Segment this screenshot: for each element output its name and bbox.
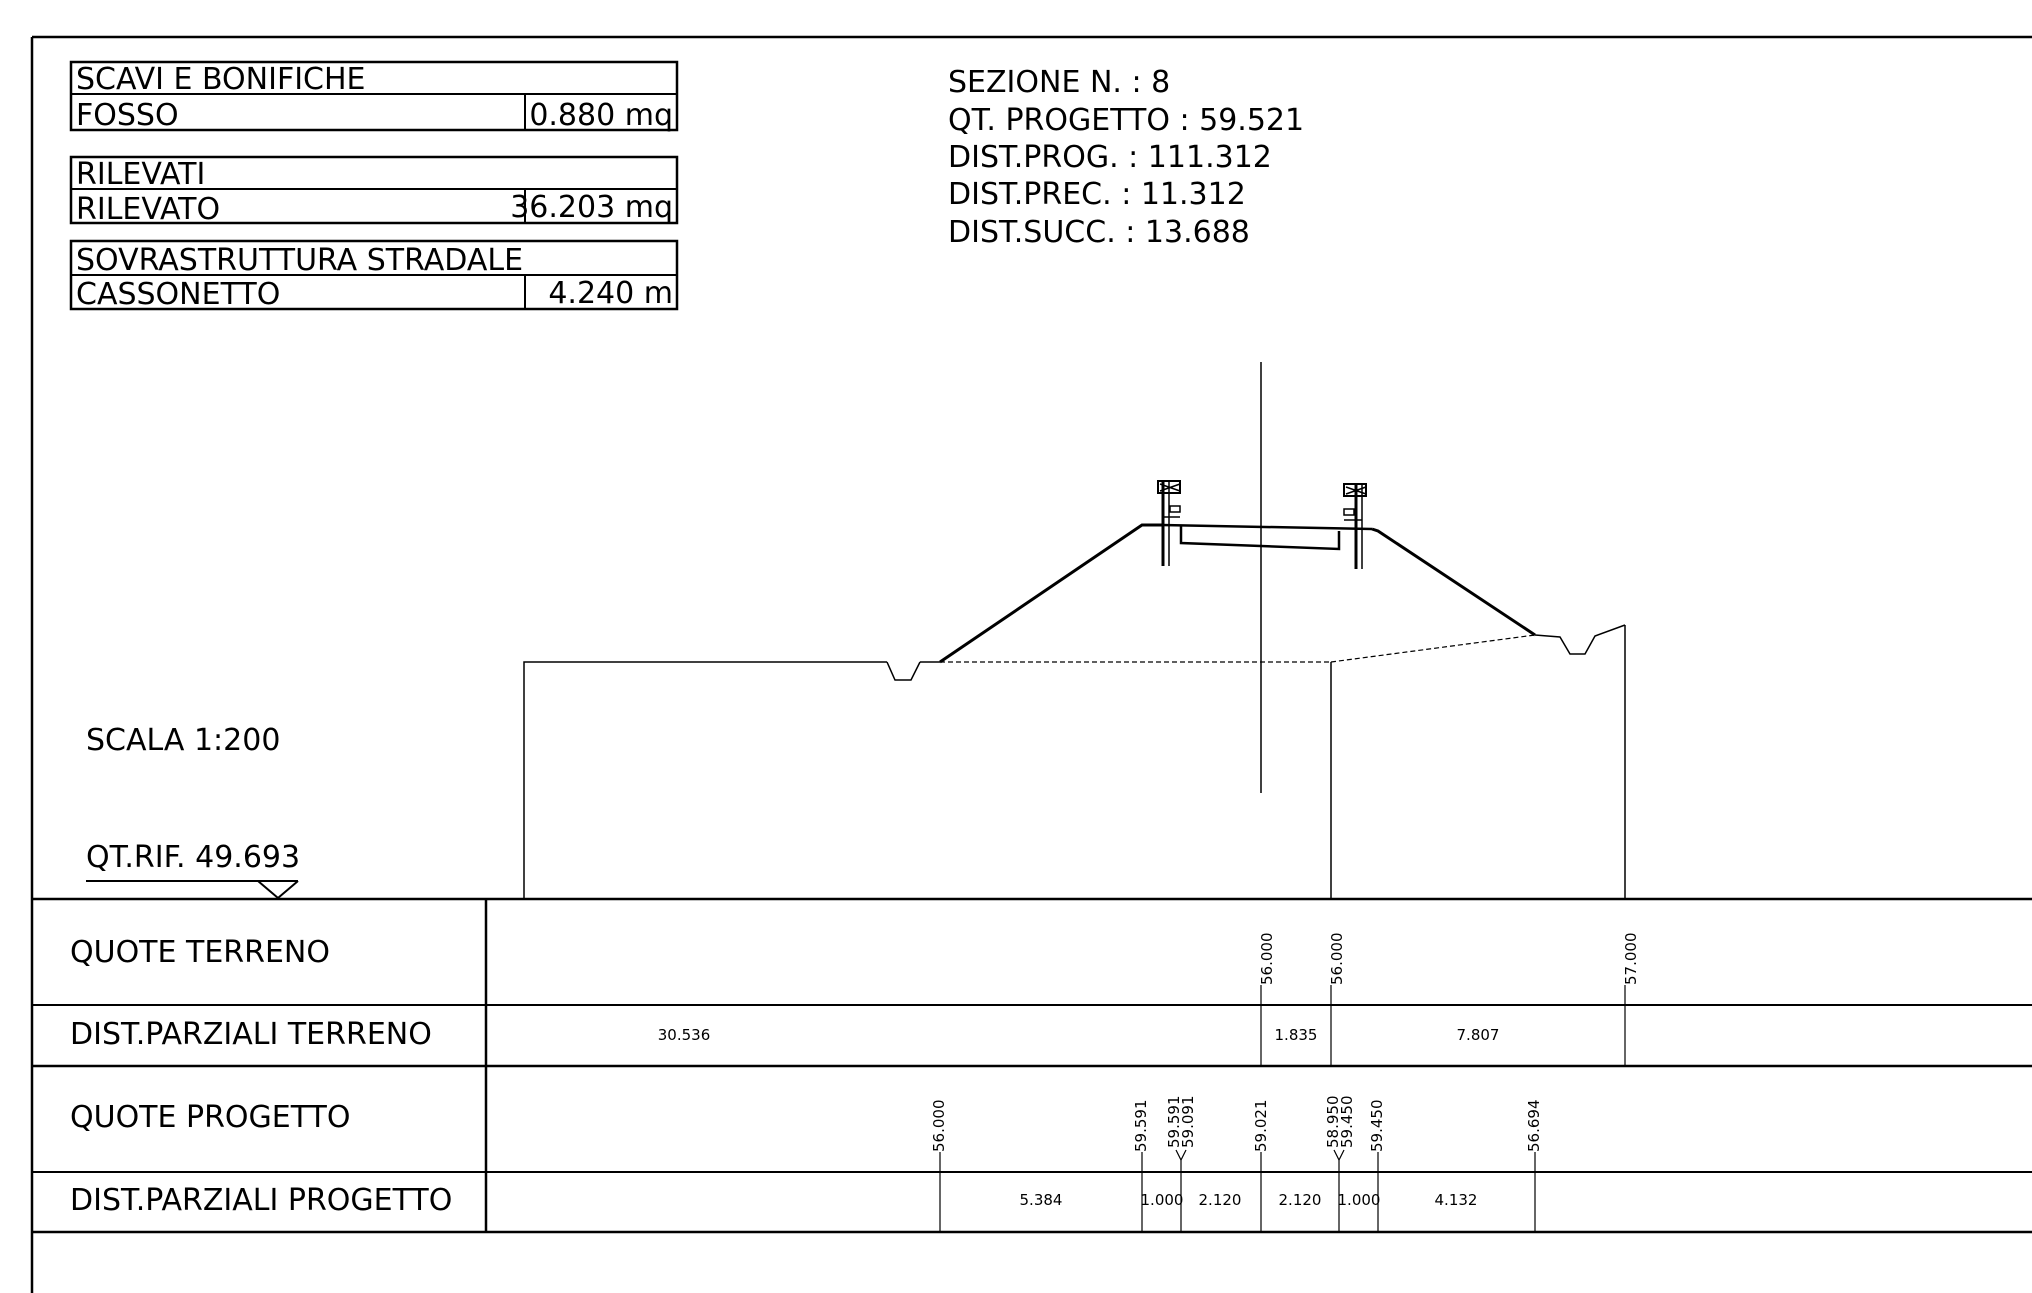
section-info: SEZIONE N. : 8 QT. PROGETTO : 59.521 DIS… xyxy=(948,65,1304,250)
band-label-quote-progetto: QUOTE PROGETTO xyxy=(70,1100,351,1135)
quote-progetto-value: 59.450 xyxy=(1338,1096,1356,1149)
dist-progetto-value: 2.120 xyxy=(1279,1191,1322,1209)
quote-terreno-value: 56.000 xyxy=(1328,933,1346,986)
elevation-band-table: QUOTE TERRENO DIST.PARZIALI TERRENO QUOT… xyxy=(32,897,2032,1234)
quote-progetto-value: 56.000 xyxy=(930,1100,948,1153)
section-number: SEZIONE N. : 8 xyxy=(948,65,1170,100)
dist-terreno-value: 30.536 xyxy=(658,1026,711,1044)
quote-terreno-value: 57.000 xyxy=(1622,933,1640,986)
reference-elevation-label: QT.RIF. 49.693 xyxy=(86,840,300,875)
dist-progetto-value: 5.384 xyxy=(1020,1191,1063,1209)
dist-progetto-value: 1.000 xyxy=(1338,1191,1381,1209)
project-elevation: QT. PROGETTO : 59.521 xyxy=(948,103,1304,138)
embankment-profile xyxy=(939,523,1536,664)
table-row-label: RILEVATO xyxy=(76,192,220,227)
progressive-distance: DIST.PROG. : 111.312 xyxy=(948,140,1272,175)
quote-progetto-value: 59.021 xyxy=(1252,1100,1270,1153)
band-label-dist-parziali-progetto: DIST.PARZIALI PROGETTO xyxy=(70,1183,452,1218)
previous-distance: DIST.PREC. : 11.312 xyxy=(948,177,1246,212)
quote-progetto-value: 59.591 xyxy=(1165,1096,1183,1149)
quote-progetto-value: 58.950 xyxy=(1324,1096,1342,1149)
quote-progetto-value: 59.091 xyxy=(1179,1096,1197,1149)
scale-label: SCALA 1:200 xyxy=(86,723,280,758)
quantity-table-scavi: SCAVI E BONIFICHE FOSSO 0.880 mq xyxy=(69,60,679,133)
dist-terreno-value: 7.807 xyxy=(1457,1026,1500,1044)
quote-terreno-value: 56.000 xyxy=(1258,933,1276,986)
table-row-value: 0.880 mq xyxy=(529,98,673,133)
table-header: RILEVATI xyxy=(76,157,205,192)
quantity-table-sovrastruttura: SOVRASTRUTTURA STRADALE CASSONETTO 4.240… xyxy=(69,239,679,312)
reference-marker xyxy=(86,880,299,900)
dist-progetto-value: 4.132 xyxy=(1435,1191,1478,1209)
table-row-value: 4.240 m xyxy=(548,276,673,311)
next-distance: DIST.SUCC. : 13.688 xyxy=(948,215,1250,250)
band-label-dist-parziali-terreno: DIST.PARZIALI TERRENO xyxy=(70,1017,432,1052)
quantity-table-rilevati: RILEVATI RILEVATO 36.203 mq xyxy=(69,155,679,227)
table-header: SOVRASTRUTTURA STRADALE xyxy=(76,243,523,278)
band-label-quote-terreno: QUOTE TERRENO xyxy=(70,935,330,970)
table-row-label: CASSONETTO xyxy=(76,277,280,312)
quote-progetto-value: 56.694 xyxy=(1525,1100,1543,1153)
table-row-label: FOSSO xyxy=(76,98,179,133)
quote-progetto-value: 59.591 xyxy=(1132,1100,1150,1153)
table-header: SCAVI E BONIFICHE xyxy=(76,62,366,97)
dist-terreno-value: 1.835 xyxy=(1275,1026,1318,1044)
terrain-profile xyxy=(523,624,1626,899)
dist-progetto-value: 1.000 xyxy=(1141,1191,1184,1209)
right-guardrail-icon xyxy=(1343,483,1367,569)
table-row-value: 36.203 mq xyxy=(510,190,673,225)
left-guardrail-icon xyxy=(1157,480,1181,566)
dist-progetto-value: 2.120 xyxy=(1199,1191,1242,1209)
quote-progetto-value: 59.450 xyxy=(1368,1100,1386,1153)
